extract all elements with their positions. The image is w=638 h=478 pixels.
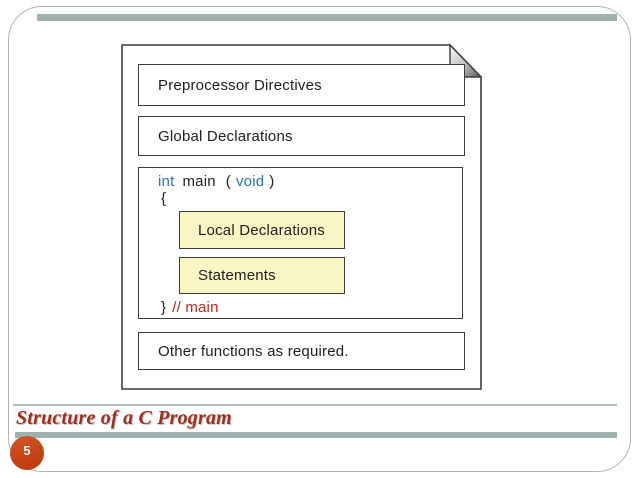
top-accent-bar <box>37 14 617 21</box>
other-functions-box: Other functions as required. <box>138 332 465 370</box>
page-number-badge: 5 <box>10 436 44 470</box>
statements-label: Statements <box>198 267 276 284</box>
page-number: 5 <box>23 443 31 458</box>
other-functions-label: Other functions as required. <box>158 342 349 360</box>
close-paren: ) <box>269 173 275 190</box>
global-declarations-label: Global Declarations <box>158 127 293 145</box>
open-brace: { <box>161 190 167 207</box>
bottom-accent-bar <box>15 432 617 438</box>
preprocessor-directives-label: Preprocessor Directives <box>158 76 322 94</box>
int-keyword: int <box>158 173 175 190</box>
close-brace: } <box>161 299 167 316</box>
slide-title: Structure of a C Program <box>16 407 232 429</box>
open-paren: ( <box>225 173 231 190</box>
main-comment: // main <box>172 299 219 316</box>
close-brace-line: } // main <box>161 299 219 316</box>
main-identifier: main <box>182 173 216 190</box>
local-declarations-label: Local Declarations <box>198 221 325 239</box>
global-declarations-box: Global Declarations <box>138 116 465 156</box>
preprocessor-directives-box: Preprocessor Directives <box>138 64 465 106</box>
local-declarations-box: Local Declarations <box>179 211 345 249</box>
void-keyword: void <box>235 173 265 190</box>
statements-box: Statements <box>179 257 345 294</box>
title-divider-line <box>13 404 617 406</box>
